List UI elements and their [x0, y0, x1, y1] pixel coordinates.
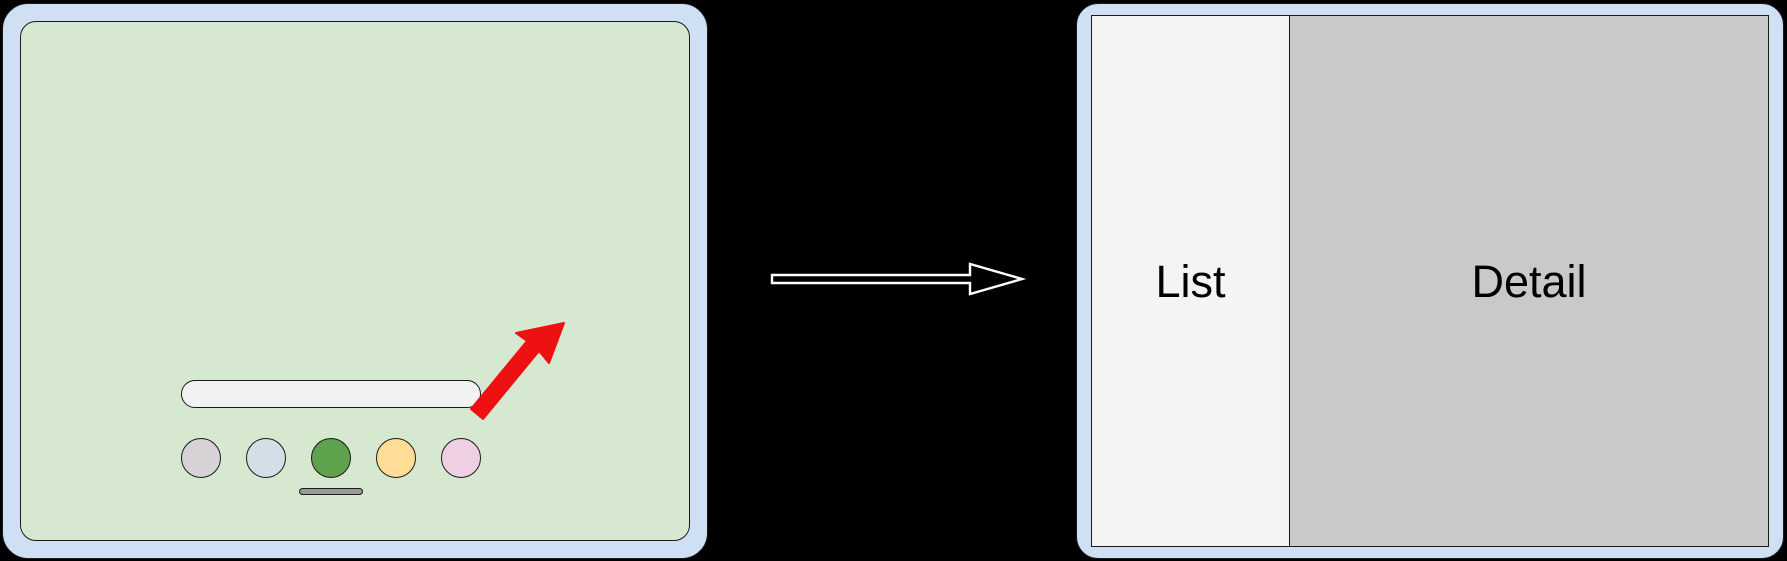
dock-icon-3[interactable] — [311, 438, 351, 478]
dock-icon-4[interactable] — [376, 438, 416, 478]
dock-icon-5[interactable] — [441, 438, 481, 478]
tablet-device-left — [2, 3, 708, 559]
dock — [181, 435, 481, 481]
tablet-device-right: List Detail — [1076, 3, 1784, 559]
detail-pane[interactable]: Detail — [1290, 16, 1768, 546]
dock-icon-2[interactable] — [246, 438, 286, 478]
search-input[interactable] — [181, 380, 481, 408]
split-view-screen: List Detail — [1091, 15, 1769, 547]
list-pane[interactable]: List — [1092, 16, 1291, 546]
right-arrow-icon — [770, 262, 1027, 296]
home-indicator[interactable] — [299, 488, 363, 495]
list-pane-label: List — [1155, 255, 1226, 307]
red-arrow-pointer-icon — [470, 322, 565, 420]
detail-pane-label: Detail — [1471, 255, 1587, 307]
home-screen — [20, 21, 690, 541]
dock-icon-1[interactable] — [181, 438, 221, 478]
